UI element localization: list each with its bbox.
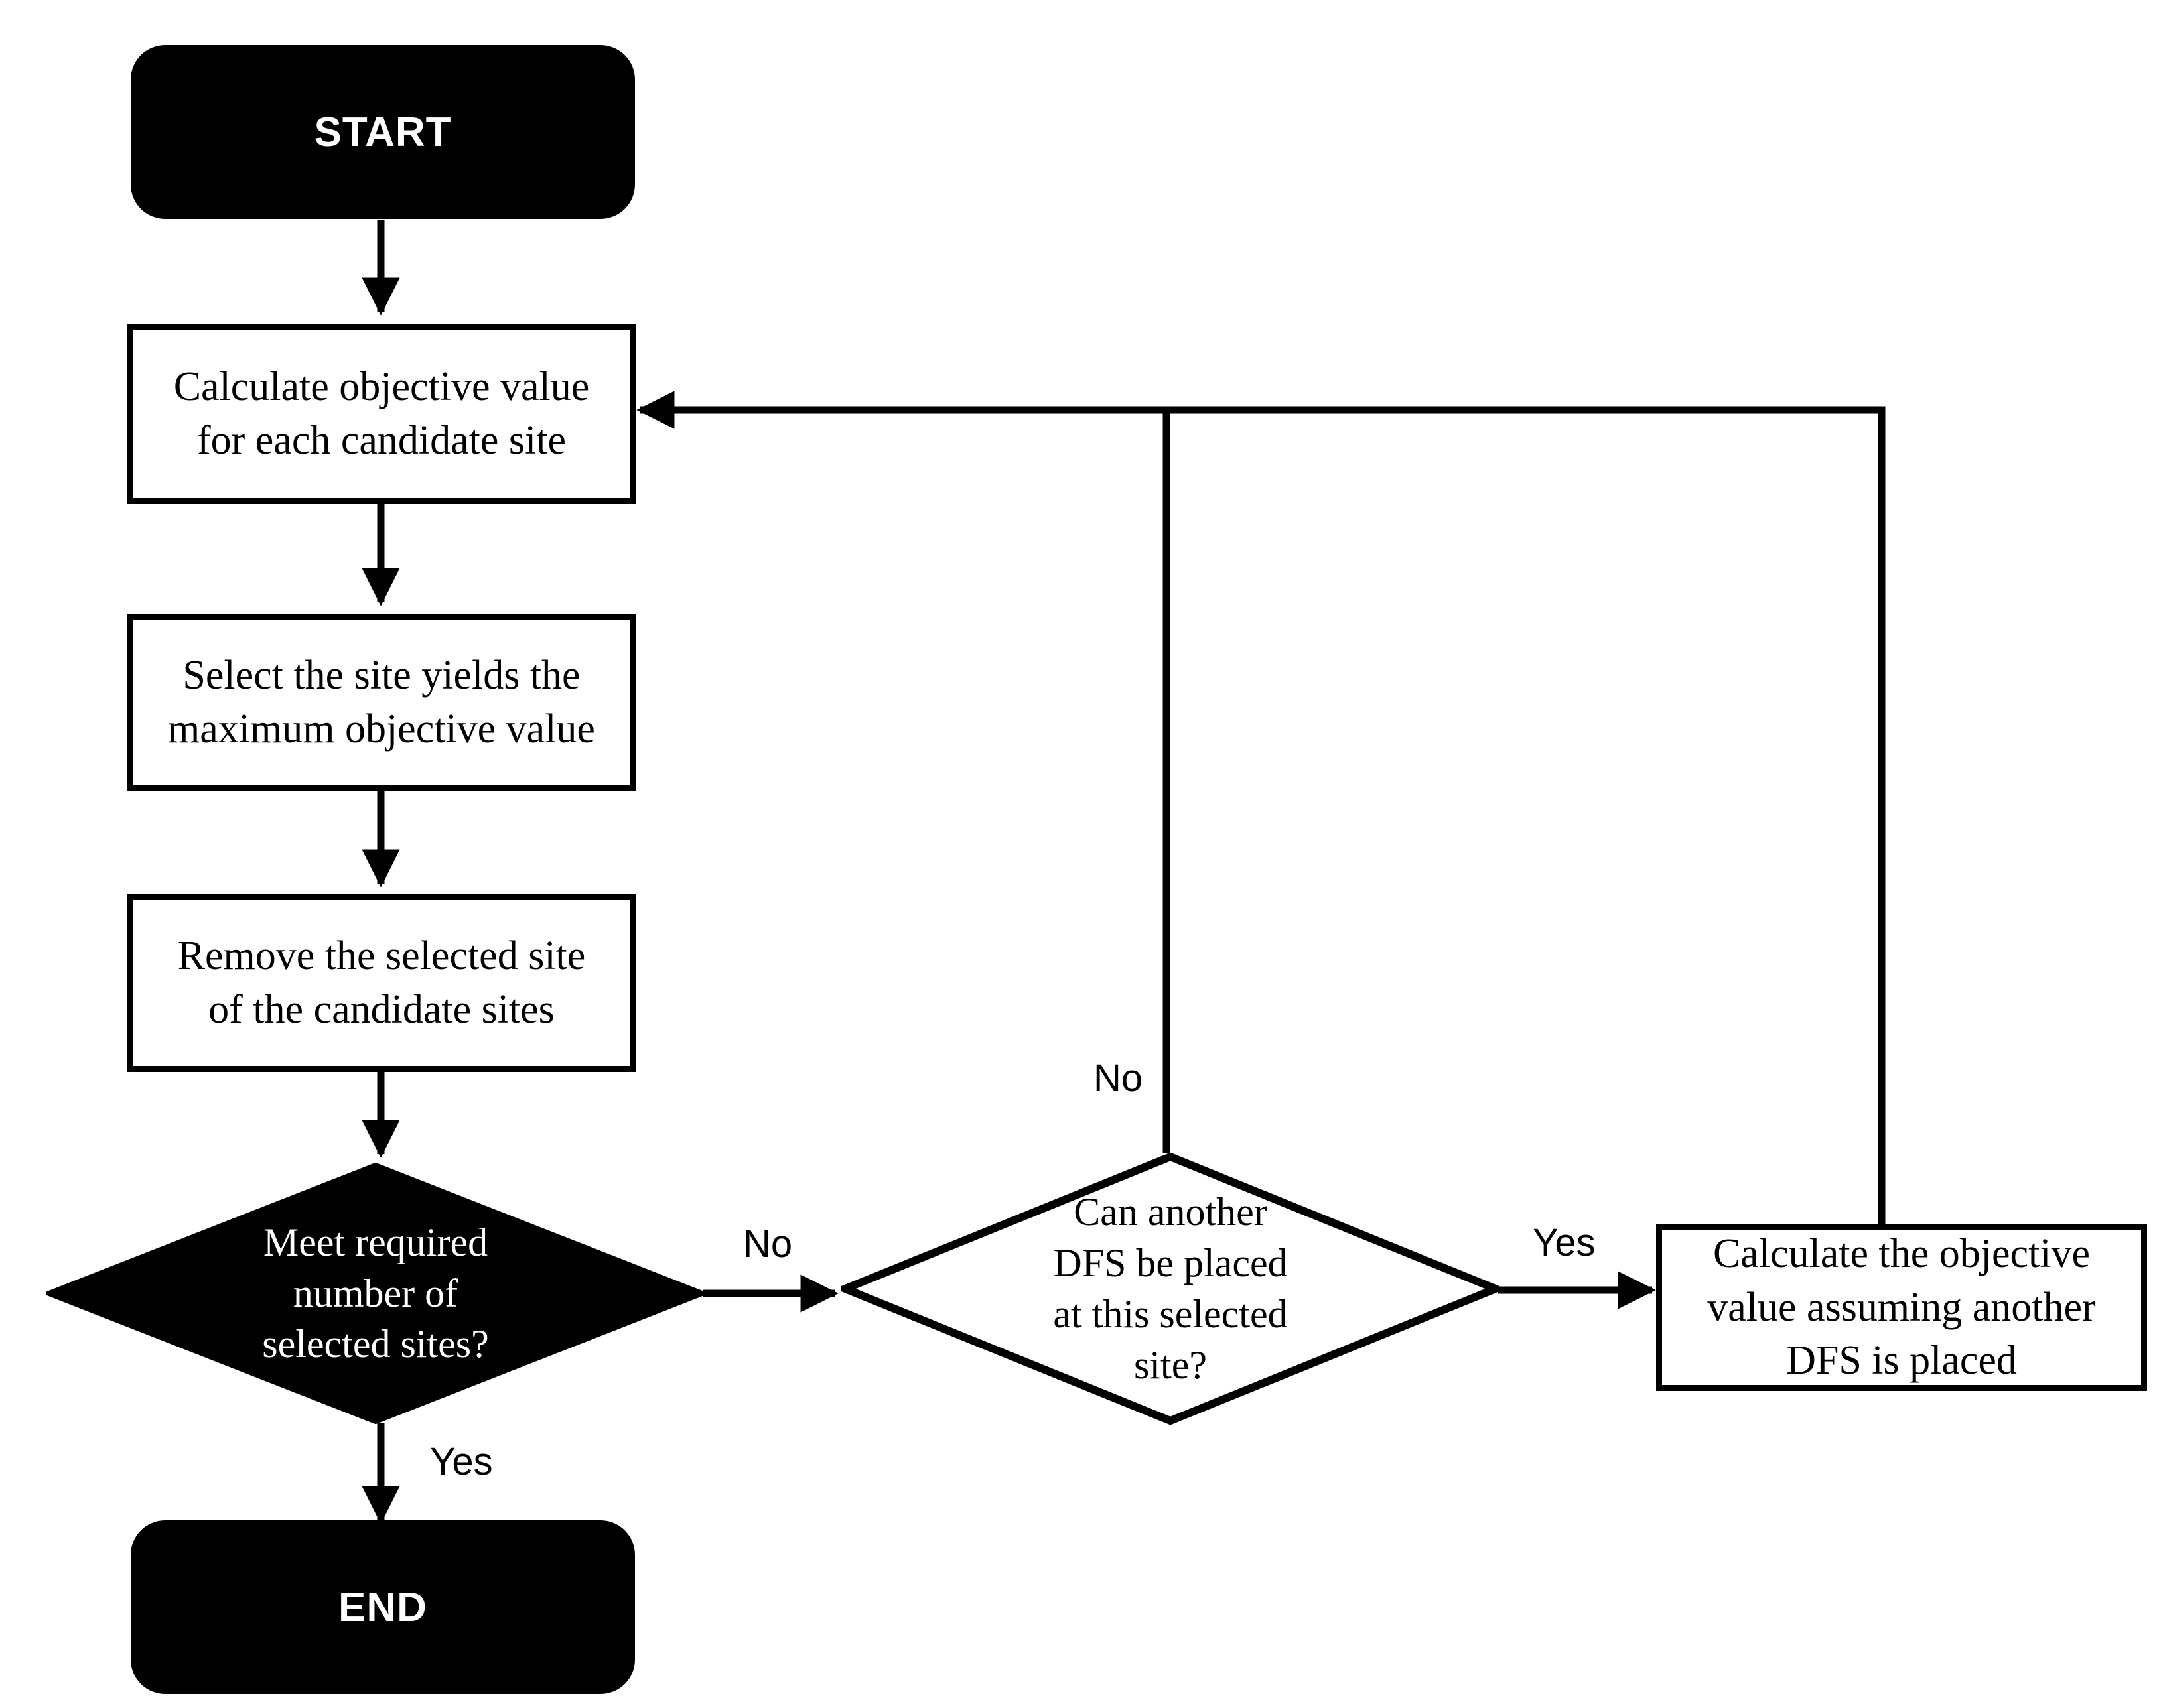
text-line: maximum objective value	[168, 706, 595, 752]
text-line: Calculate objective value	[173, 364, 590, 410]
edge-calc-assuming-to-feedback-rail	[1166, 406, 1886, 1224]
edge-can-place-no-to-calc-candidates	[636, 391, 1170, 1153]
start-terminator[interactable]: START	[131, 45, 635, 219]
edge-label-can-place-yes: Yes	[1533, 1221, 1596, 1264]
process-remove-selected-site-text: Remove the selected site of the candidat…	[167, 929, 596, 1036]
process-calculate-assuming-text: Calculate the objective value assuming a…	[1697, 1227, 2106, 1388]
text-line: of the candidate sites	[208, 987, 555, 1032]
text-line: Remove the selected site	[177, 933, 586, 979]
process-remove-selected-site[interactable]: Remove the selected site of the candidat…	[127, 894, 636, 1072]
process-select-max-objective-site-text: Select the site yields the maximum objec…	[157, 649, 606, 755]
end-terminator[interactable]: END	[131, 1520, 635, 1694]
decision-can-place-text: Can another DFS be placed at this select…	[841, 1187, 1499, 1390]
process-calculate-objective-assuming-another-dfs[interactable]: Calculate the objective value assuming a…	[1656, 1224, 2147, 1391]
text-line: selected sites?	[262, 1322, 489, 1366]
start-label: START	[314, 109, 452, 155]
text-line: DFS be placed	[1053, 1241, 1288, 1285]
decision-can-another-dfs-be-placed[interactable]: Can another DFS be placed at this select…	[841, 1153, 1499, 1425]
diamond-shape-outline	[841, 1153, 1499, 1425]
text-line: value assuming another	[1707, 1284, 2096, 1330]
decision-meet-required-text: Meet required number of selected sites?	[46, 1217, 705, 1370]
text-line: site?	[1134, 1343, 1207, 1387]
process-calculate-objective-value-text: Calculate objective value for each candi…	[163, 360, 600, 467]
edge-label-meet-required-no: No	[743, 1222, 793, 1266]
edge-label-meet-required-yes: Yes	[430, 1440, 493, 1483]
text-line: number of	[293, 1271, 458, 1315]
end-label: END	[338, 1584, 427, 1630]
text-line: at this selected	[1053, 1292, 1288, 1336]
decision-meet-required-number-of-selected-sites[interactable]: Meet required number of selected sites?	[46, 1163, 705, 1424]
text-line: Select the site yields the	[182, 653, 581, 698]
text-line: for each candidate site	[197, 418, 566, 463]
process-select-max-objective-site[interactable]: Select the site yields the maximum objec…	[127, 614, 636, 791]
text-line: DFS is placed	[1786, 1338, 2017, 1384]
process-calculate-objective-value[interactable]: Calculate objective value for each candi…	[127, 324, 636, 504]
text-line: Meet required	[263, 1220, 488, 1264]
diamond-shape-filled	[46, 1163, 705, 1424]
text-line: Can another	[1074, 1190, 1267, 1234]
text-line: Calculate the objective	[1712, 1231, 2091, 1277]
edge-label-can-place-no: No	[1093, 1057, 1143, 1100]
